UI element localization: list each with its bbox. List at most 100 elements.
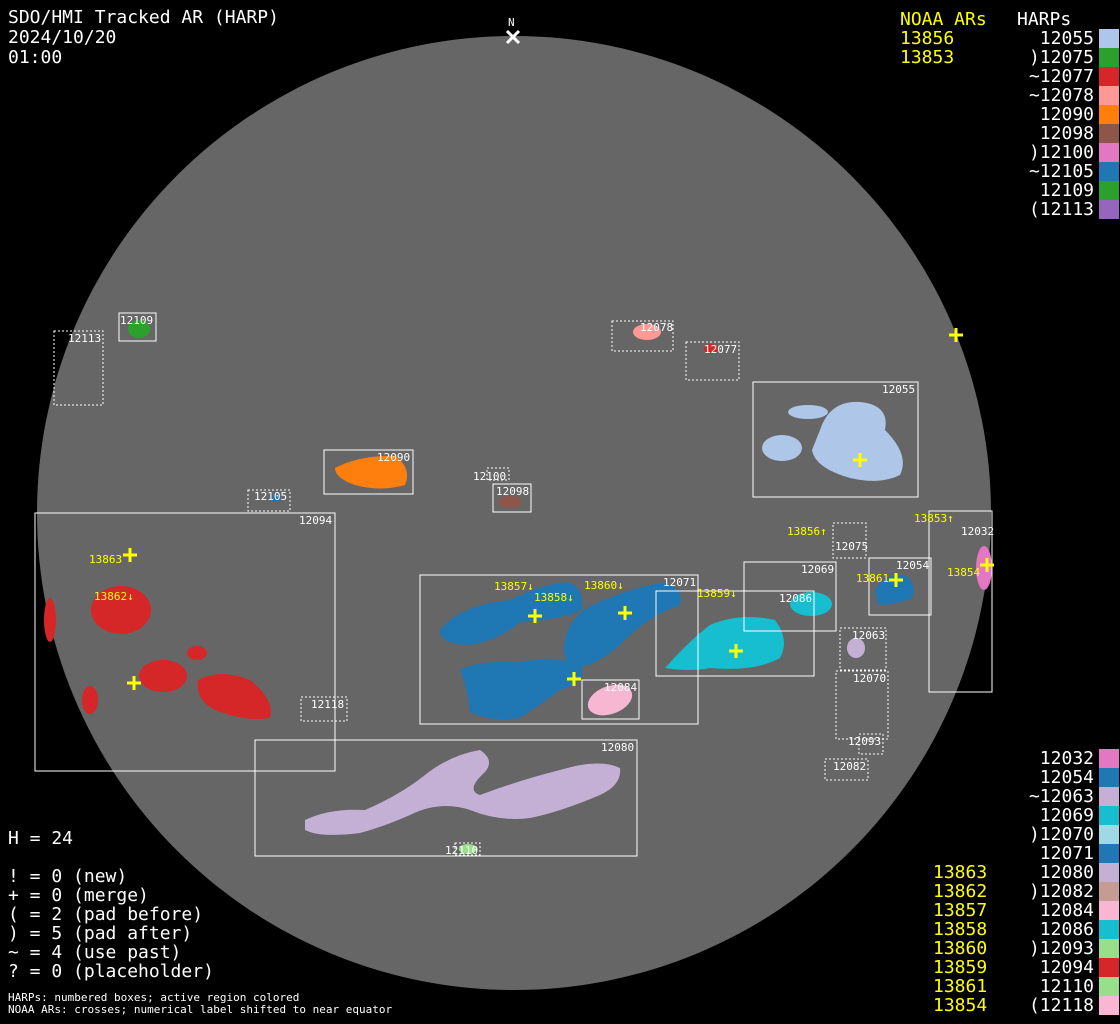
harp-color-swatch bbox=[1099, 124, 1119, 143]
noaa-label: 13862↓ bbox=[94, 590, 134, 603]
noaa-list-item: 13859 bbox=[933, 957, 988, 978]
cross-icon bbox=[127, 676, 141, 690]
region-12080 bbox=[305, 750, 621, 835]
harp-list-item: ~12077 bbox=[1028, 66, 1094, 87]
harp-box-12077 bbox=[685, 341, 740, 381]
region-12098 bbox=[498, 496, 522, 508]
harp-color-swatch bbox=[1099, 181, 1119, 200]
noaa-top-list: NOAA ARs 13856 13853 bbox=[900, 10, 987, 67]
harp-label: 12113 bbox=[68, 332, 101, 345]
noaa-label: 13853↑ bbox=[914, 512, 954, 525]
harp-list-item: 12109 bbox=[1028, 180, 1094, 201]
harps-heading: HARPs bbox=[1017, 9, 1072, 30]
cross-icon bbox=[729, 644, 743, 658]
harp-color-swatch bbox=[1099, 48, 1119, 67]
harp-box-12118 bbox=[300, 696, 348, 722]
harp-color-swatch bbox=[1099, 939, 1119, 958]
harp-label: 12109 bbox=[120, 314, 153, 327]
noaa-list-item: 13862 bbox=[933, 881, 988, 902]
harp-color-swatch bbox=[1099, 67, 1119, 86]
harp-list-item: 12054 bbox=[1028, 767, 1094, 788]
region-12086 bbox=[665, 616, 784, 670]
region-12110 bbox=[459, 844, 477, 854]
harp-label: 12082 bbox=[833, 760, 866, 773]
harp-box-12090 bbox=[323, 449, 414, 495]
harp-box-12075 bbox=[832, 522, 867, 559]
harp-color-swatch bbox=[1099, 86, 1119, 105]
cross-icon bbox=[853, 453, 867, 467]
region-12084 bbox=[587, 684, 633, 716]
region-12078 bbox=[633, 324, 661, 340]
region-12032 bbox=[976, 546, 992, 590]
harp-box-12055 bbox=[752, 381, 919, 498]
plot-date: 2024/10/20 bbox=[8, 27, 117, 48]
harp-color-swatch bbox=[1099, 977, 1119, 996]
noaa-list-item: 13858 bbox=[933, 919, 988, 940]
harp-list-item: 12032 bbox=[1028, 748, 1094, 769]
harp-list-item: )12075 bbox=[1028, 47, 1094, 68]
harp-color-swatch bbox=[1099, 787, 1119, 806]
harp-color-swatch bbox=[1099, 863, 1119, 882]
harp-color-swatch bbox=[1099, 200, 1119, 219]
harp-label: 12118 bbox=[311, 698, 344, 711]
noaa-label: 13858↓ bbox=[534, 591, 574, 604]
status-count-line: ? = 0 (placeholder) bbox=[8, 961, 214, 982]
harp-box-12069 bbox=[743, 561, 837, 632]
harp-list-item: 12080 bbox=[1028, 862, 1094, 883]
harp-box-12094 bbox=[34, 512, 336, 772]
harp-list-item: 12055 bbox=[1028, 28, 1094, 49]
harp-box-12086 bbox=[655, 590, 815, 677]
noaa-list-item: 13857 bbox=[933, 900, 988, 921]
noaa-label: 13860↓ bbox=[584, 579, 624, 592]
cross-icon bbox=[123, 548, 137, 562]
status-count-line: ~ = 4 (use past) bbox=[8, 942, 182, 963]
harp-list-item: 12094 bbox=[1028, 957, 1094, 978]
harp-list-item: 12071 bbox=[1028, 843, 1094, 864]
harp-box-12105 bbox=[247, 489, 291, 512]
harp-box-12070 bbox=[835, 670, 889, 740]
noaa-list-item: 13860 bbox=[933, 938, 988, 959]
harp-color-swatch bbox=[1099, 105, 1119, 124]
harp-box-12100 bbox=[486, 467, 510, 481]
noaa-label: 13854 bbox=[947, 566, 980, 579]
harp-label: 12078 bbox=[640, 321, 673, 334]
harp-boxes: 12113 12109 12078 12077 12055 12090 1210… bbox=[34, 312, 994, 857]
harp-box-12093 bbox=[858, 733, 884, 755]
harp-list-item: ~12105 bbox=[1028, 161, 1094, 182]
harp-color-swatch bbox=[1099, 768, 1119, 787]
region-12105 bbox=[271, 494, 281, 502]
harp-list-item: 12110 bbox=[1028, 976, 1094, 997]
footnote: HARPs: numbered boxes; active region col… bbox=[8, 992, 392, 1016]
harp-label: 12086 bbox=[779, 592, 812, 605]
harp-label: 12070 bbox=[853, 672, 886, 685]
footnote-noaa: NOAA ARs: crosses; numerical label shift… bbox=[8, 1003, 393, 1016]
harps-top-list: 12055)12075~12077~12078 12090 12098)1210… bbox=[1004, 29, 1094, 219]
harp-box-12082 bbox=[824, 758, 869, 781]
harp-box-12071 bbox=[419, 574, 699, 725]
region-12077 bbox=[704, 344, 718, 354]
active-regions bbox=[44, 320, 992, 854]
harp-color-swatch bbox=[1099, 29, 1119, 48]
harp-label: 12080 bbox=[601, 741, 634, 754]
harp-list-item: 12090 bbox=[1028, 104, 1094, 125]
cross-icon bbox=[528, 609, 542, 623]
region-12069 bbox=[790, 592, 832, 616]
harp-list-item: )12100 bbox=[1028, 142, 1094, 163]
solar-disk bbox=[37, 36, 991, 990]
harp-list-item: (12118 bbox=[1028, 995, 1094, 1016]
harp-label: 12071 bbox=[663, 576, 696, 589]
harp-color-swatch bbox=[1099, 920, 1119, 939]
noaa-crosses: 13863 13862↓ 13857↓ 13858↓ 13860↓ 13859↓… bbox=[89, 328, 994, 690]
harp-list-item: )12070 bbox=[1028, 824, 1094, 845]
noaa-label: 13859↓ bbox=[697, 587, 737, 600]
harp-label: 12054 bbox=[896, 559, 929, 572]
noaa-list-item: 13863 bbox=[933, 862, 988, 883]
region-12109 bbox=[128, 320, 150, 338]
noaa-list-item: 13861 bbox=[933, 976, 988, 997]
harp-box-12078 bbox=[611, 320, 674, 352]
harp-list-item: (12113 bbox=[1028, 199, 1094, 220]
harps-bottom-list: 12032 12054~12063 12069)12070 12071 1208… bbox=[1004, 749, 1094, 1015]
harp-list-item: 12086 bbox=[1028, 919, 1094, 940]
harp-label: 12093 bbox=[848, 735, 881, 748]
harp-box-12113 bbox=[53, 330, 104, 406]
